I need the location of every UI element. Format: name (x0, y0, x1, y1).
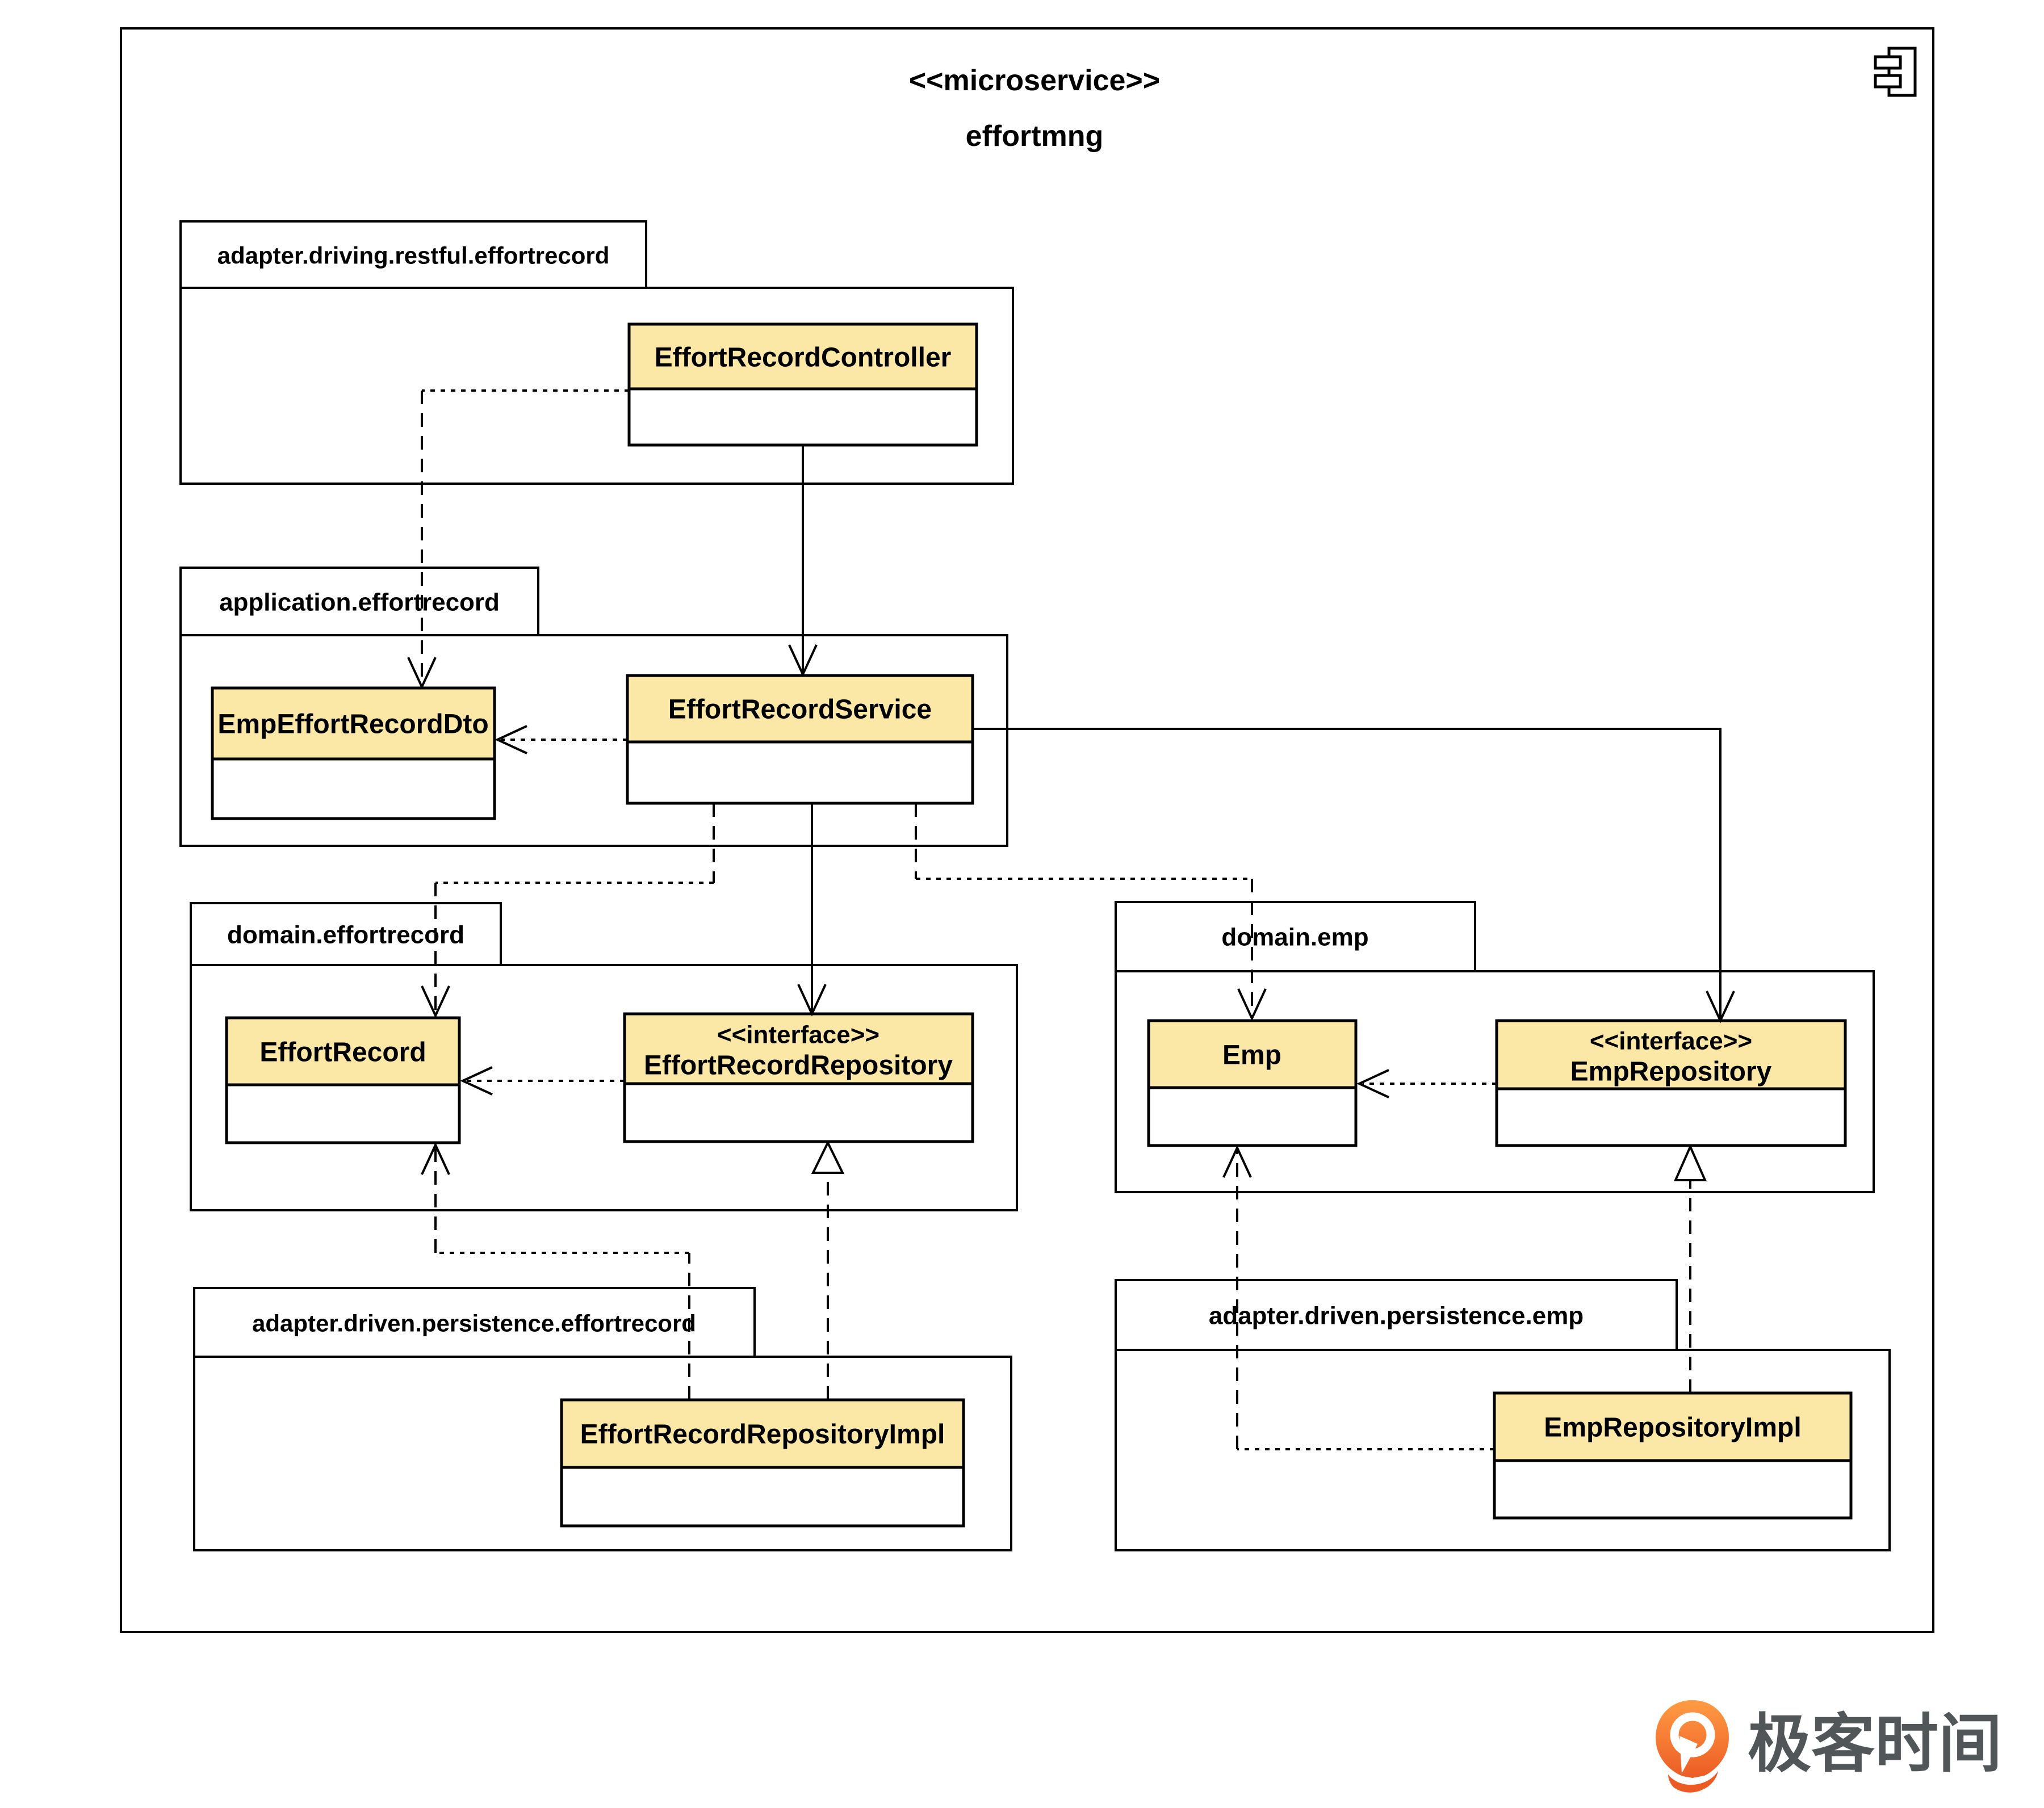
package-label: adapter.driven.persistence.effortrecord (252, 1310, 696, 1337)
edge-controller-to-service (788, 445, 818, 677)
class-header (626, 674, 974, 744)
edge-controller-to-dto (407, 389, 629, 690)
class-effortrecord: EffortRecord (225, 1016, 461, 1144)
edge-service-to-effortrecord (421, 803, 715, 1018)
class-name: EffortRecordRepository (644, 1051, 953, 1081)
microservice-frame (120, 27, 1934, 1633)
edge-service-to-emp (915, 803, 1267, 1021)
class-compartment (1493, 1459, 1853, 1520)
class-name: EffortRecord (259, 1038, 426, 1068)
edge-service-to-emprepository (973, 728, 1735, 1023)
class-compartment (627, 387, 978, 447)
class-header (1493, 1391, 1853, 1462)
class-compartment (211, 757, 496, 820)
class-emprepositoryimpl: EmpRepositoryImpl (1493, 1391, 1853, 1520)
frame-name: effortmng (966, 120, 1104, 153)
class-compartment (626, 740, 974, 805)
package-label: application.effortrecord (219, 589, 500, 616)
class-effortrecordcontroller: EffortRecordController (627, 322, 978, 447)
class-header (1495, 1019, 1847, 1090)
class-empeffortrecorddto: EmpEffortRecordDto (211, 686, 496, 820)
class-name: Emp (1222, 1041, 1281, 1071)
package-tab (179, 567, 539, 636)
frame-stereotype: <<microservice>> (909, 64, 1160, 97)
class-name: EmpEffortRecordDto (217, 710, 488, 740)
package-label: adapter.driven.persistence.emp (1209, 1302, 1584, 1330)
frame-title: <<microservice>> effortmng (909, 64, 1160, 153)
geektime-logo: 极客时间 (1656, 1700, 2002, 1793)
class-header (225, 1016, 461, 1087)
class-compartment (560, 1466, 965, 1528)
class-effortrecordrepositoryimpl: EffortRecordRepositoryImpl (560, 1398, 965, 1528)
class-name: EmpRepository (1570, 1057, 1772, 1087)
class-header (627, 322, 978, 391)
package-label: domain.effortrecord (227, 921, 464, 949)
package-tab (1115, 901, 1476, 972)
class-header (211, 686, 496, 761)
package-tab (179, 220, 647, 289)
edge-emprepositoryimpl-realizes-emprepository (1673, 1144, 1707, 1393)
class-header (560, 1398, 965, 1469)
class-effortrecordservice: EffortRecordService (626, 674, 974, 805)
class-name: EmpRepositoryImpl (1544, 1413, 1801, 1443)
geektime-logo-text: 极客时间 (1748, 1709, 2002, 1780)
class-name: EffortRecordRepositoryImpl (580, 1420, 945, 1450)
geektime-logo-icon (1656, 1700, 1729, 1793)
package-tab (190, 902, 502, 966)
class-compartment (225, 1083, 461, 1144)
class-effortrecordrepository: <<interface>> EffortRecordRepository (623, 1012, 974, 1143)
package-label: adapter.driving.restful.effortrecord (217, 242, 610, 269)
class-compartment (1147, 1086, 1358, 1147)
edge-effortrecordrepository-to-effortrecord (460, 1066, 625, 1096)
class-name: EffortRecordController (655, 343, 952, 373)
class-header (623, 1012, 974, 1085)
class-stereotype: <<interface>> (717, 1021, 879, 1049)
edge-service-to-effortrecordrepository (797, 803, 827, 1017)
edge-emprepository-to-emp (1356, 1069, 1497, 1098)
uml-component-icon (1874, 47, 1917, 97)
package-label: domain.emp (1221, 924, 1368, 951)
class-compartment (1495, 1087, 1847, 1147)
class-compartment (623, 1082, 974, 1143)
package-tab (1115, 1279, 1678, 1351)
edge-effortrecordrepositoryimpl-realizes-effortrecordrepository (811, 1140, 845, 1400)
edge-service-to-dto (495, 725, 627, 754)
class-header (1147, 1019, 1358, 1089)
package-tab (193, 1287, 756, 1358)
class-emp: Emp (1147, 1019, 1358, 1147)
edge-emprepositoryimpl-to-emp (1222, 1145, 1494, 1450)
class-name: EffortRecordService (668, 695, 932, 725)
edge-effortrecordrepositoryimpl-to-effortrecord (421, 1142, 690, 1400)
class-emprepository: <<interface>> EmpRepository (1495, 1019, 1847, 1147)
class-stereotype: <<interface>> (1590, 1027, 1752, 1055)
